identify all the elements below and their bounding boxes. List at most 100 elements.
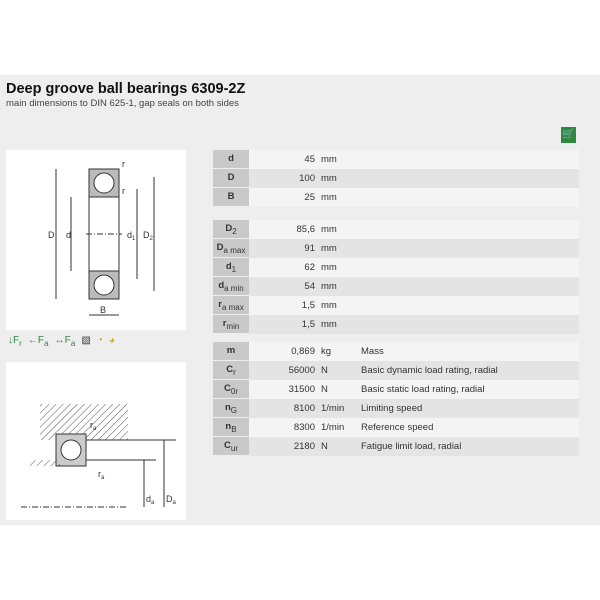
- unit-cell: mm: [319, 187, 357, 207]
- description-cell: [357, 187, 579, 207]
- symbol-subscript: min: [226, 321, 240, 331]
- symbol-cell: da min: [213, 276, 249, 296]
- symbol: B: [227, 190, 235, 202]
- symbol: C: [224, 439, 231, 451]
- value-cell: 100: [249, 168, 319, 188]
- mounting-dimension-drawing: ra ra da Da: [6, 362, 186, 520]
- symbol-cell: rmin: [213, 314, 249, 334]
- svg-text:D: D: [48, 230, 55, 240]
- symbol-cell: Cur: [213, 436, 249, 456]
- symbol: d: [225, 260, 232, 272]
- unit-cell: mm: [319, 150, 357, 169]
- symbol: n: [224, 401, 231, 413]
- symbol-subscript: a max: [221, 302, 244, 312]
- symbol-cell: Cr: [213, 360, 249, 380]
- value-cell: 8100: [249, 398, 319, 418]
- description-cell: Fatigue limit load, radial: [357, 436, 579, 456]
- symbol: d: [218, 279, 225, 291]
- symbol: n: [225, 420, 232, 432]
- unit-cell: mm: [319, 168, 357, 188]
- bidirectional-axial-load-icon: ↔Fa: [54, 335, 76, 348]
- cart-icon[interactable]: 🛒: [561, 127, 576, 143]
- value-cell: 0,869: [249, 342, 319, 361]
- svg-text:r: r: [122, 186, 125, 196]
- symbol: m: [226, 344, 236, 356]
- symbol-cell: ra max: [213, 295, 249, 315]
- svg-text:ra: ra: [98, 469, 105, 481]
- description-cell: Basic static load rating, radial: [357, 379, 579, 399]
- symbol-subscript: a min: [224, 283, 244, 293]
- description-cell: [357, 220, 579, 239]
- unit-cell: N: [319, 360, 357, 380]
- unit-cell: mm: [319, 314, 357, 334]
- symbol-subscript: a max: [223, 245, 246, 255]
- svg-text:da: da: [146, 494, 155, 506]
- symbol-cell: d1: [213, 257, 249, 277]
- symbol-cell: nG: [213, 398, 249, 418]
- symbol-subscript: 2: [232, 226, 237, 236]
- symbol: D: [227, 171, 235, 183]
- value-cell: 91: [249, 238, 319, 258]
- value-cell: 25: [249, 187, 319, 207]
- page-title: Deep groove ball bearings 6309-2Z: [6, 81, 246, 97]
- description-cell: Limiting speed: [357, 398, 579, 418]
- value-cell: 31500: [249, 379, 319, 399]
- symbol-subscript: G: [230, 405, 238, 415]
- value-cell: 8300: [249, 417, 319, 437]
- svg-text:r: r: [122, 159, 125, 169]
- symbol-subscript: 0r: [230, 386, 238, 396]
- value-cell: 45: [249, 150, 319, 169]
- value-cell: 54: [249, 276, 319, 296]
- value-cell: 1,5: [249, 314, 319, 334]
- svg-text:B: B: [100, 305, 106, 315]
- feature-icons: ↓Fr ←Fa ↔Fa ▧ ◔ ◕: [8, 335, 115, 348]
- symbol: C: [226, 363, 234, 375]
- unit-cell: mm: [319, 295, 357, 315]
- svg-text:D2: D2: [143, 230, 154, 242]
- svg-text:ra: ra: [90, 420, 97, 432]
- product-page: Deep groove ball bearings 6309-2Z main d…: [0, 75, 600, 525]
- symbol-cell: D2: [213, 220, 249, 239]
- page-subtitle: main dimensions to DIN 625-1, gap seals …: [6, 98, 239, 109]
- value-cell: 1,5: [249, 295, 319, 315]
- description-cell: [357, 168, 579, 188]
- unit-cell: mm: [319, 238, 357, 258]
- unit-cell: N: [319, 379, 357, 399]
- unit-cell: N: [319, 436, 357, 456]
- symbol: D: [225, 222, 233, 234]
- symbol-cell: m: [213, 342, 249, 361]
- unit-cell: mm: [319, 220, 357, 239]
- value-cell: 2180: [249, 436, 319, 456]
- description-cell: Mass: [357, 342, 579, 361]
- symbol: r: [222, 317, 227, 329]
- value-cell: 62: [249, 257, 319, 277]
- symbol-subscript: r: [233, 367, 236, 377]
- unit-cell: 1/min: [319, 398, 357, 418]
- value-cell: 85,6: [249, 220, 319, 239]
- symbol-cell: nB: [213, 417, 249, 437]
- description-cell: [357, 150, 579, 169]
- misalignment-icon: ▧: [81, 335, 91, 346]
- description-cell: Basic dynamic load rating, radial: [357, 360, 579, 380]
- symbol: r: [218, 298, 222, 310]
- unit-cell: mm: [319, 276, 357, 296]
- unit-cell: 1/min: [319, 417, 357, 437]
- symbol: D: [216, 241, 224, 253]
- description-cell: [357, 314, 579, 334]
